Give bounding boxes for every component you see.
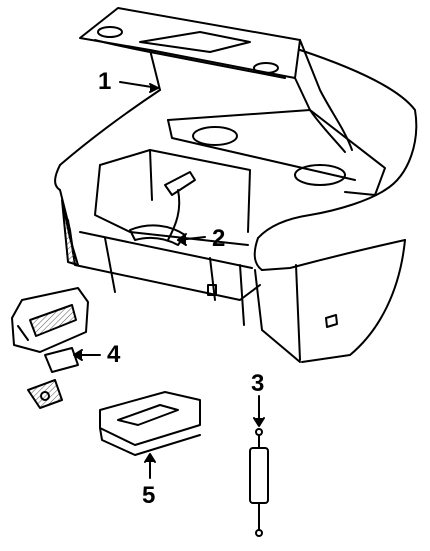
quarter-panel xyxy=(253,49,418,363)
callout-2: 2 xyxy=(212,225,226,252)
rear-panel xyxy=(67,219,301,363)
trunk-latch xyxy=(27,347,79,409)
callout-5: 5 xyxy=(142,482,156,509)
trunk-opening xyxy=(54,89,386,266)
callout-3: 3 xyxy=(251,370,265,397)
latch-cover xyxy=(11,287,89,353)
leader-arrows xyxy=(73,81,265,479)
hinge-area xyxy=(61,199,79,266)
gas-strut xyxy=(249,428,269,537)
spare-tire-jack xyxy=(129,171,196,246)
callout-1: 1 xyxy=(98,68,112,95)
callout-4: 4 xyxy=(107,341,121,368)
trunk-lid xyxy=(79,7,353,153)
trunk-tray xyxy=(99,391,201,456)
